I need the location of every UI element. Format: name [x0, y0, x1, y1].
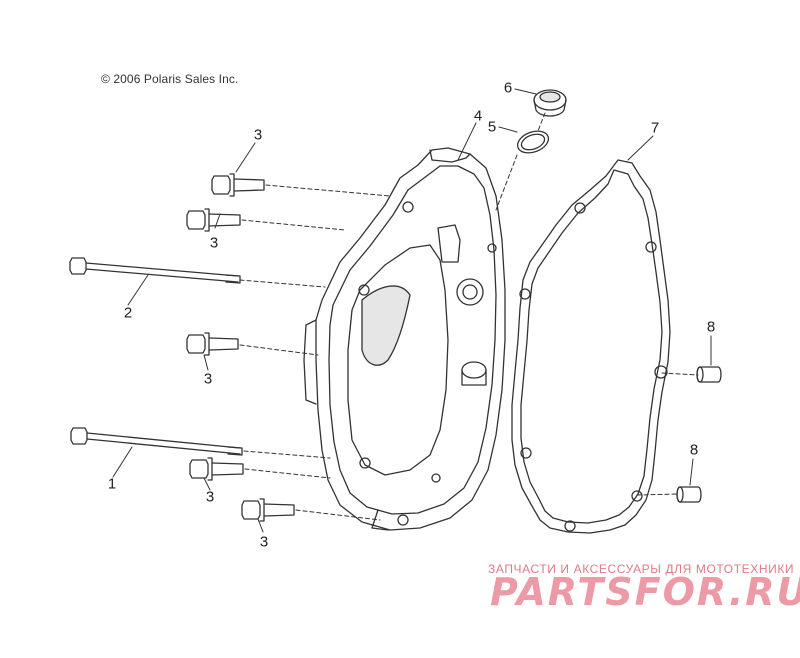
leader-lines: [112, 88, 712, 533]
dowel-pin-upper: [696, 366, 722, 383]
callout-label: 3: [253, 126, 263, 144]
callout-label: 3: [259, 533, 269, 551]
dowel-pin-lower: [676, 486, 702, 503]
flange-bolt-a: [211, 173, 265, 197]
callout-label: 2: [123, 304, 133, 322]
filler-plug-part-6: [533, 89, 567, 117]
gasket-part-7: [511, 159, 671, 534]
alignment-lines: [239, 112, 699, 521]
flange-bolt-b: [186, 208, 241, 232]
callout-label: 4: [473, 107, 483, 125]
callout-label: 7: [650, 119, 660, 137]
o-ring-part-5: [516, 130, 550, 154]
watermark-subtitle: ЗАПЧАСТИ И АКСЕССУАРЫ ДЛЯ МОТОТЕХНИКИ: [488, 562, 795, 576]
long-bolt-part-2: [69, 257, 241, 284]
copyright-notice: © 2006 Polaris Sales Inc.: [101, 72, 239, 86]
watermark-logo: PARTSFOR.RU: [490, 570, 800, 614]
callout-label: 3: [205, 488, 215, 506]
clutch-cover-part-4: [303, 147, 506, 531]
flange-bolt-e: [241, 498, 295, 522]
callout-label: 8: [706, 318, 716, 336]
long-bolt-part-1: [70, 427, 243, 456]
callout-label: 3: [209, 234, 219, 252]
flange-bolt-c: [186, 332, 239, 356]
callout-label: 5: [487, 118, 497, 136]
callout-label: 6: [503, 79, 513, 97]
callout-label: 8: [689, 441, 699, 459]
flange-bolt-d: [189, 457, 244, 481]
callout-label: 3: [203, 370, 213, 388]
callout-label: 1: [107, 475, 117, 493]
